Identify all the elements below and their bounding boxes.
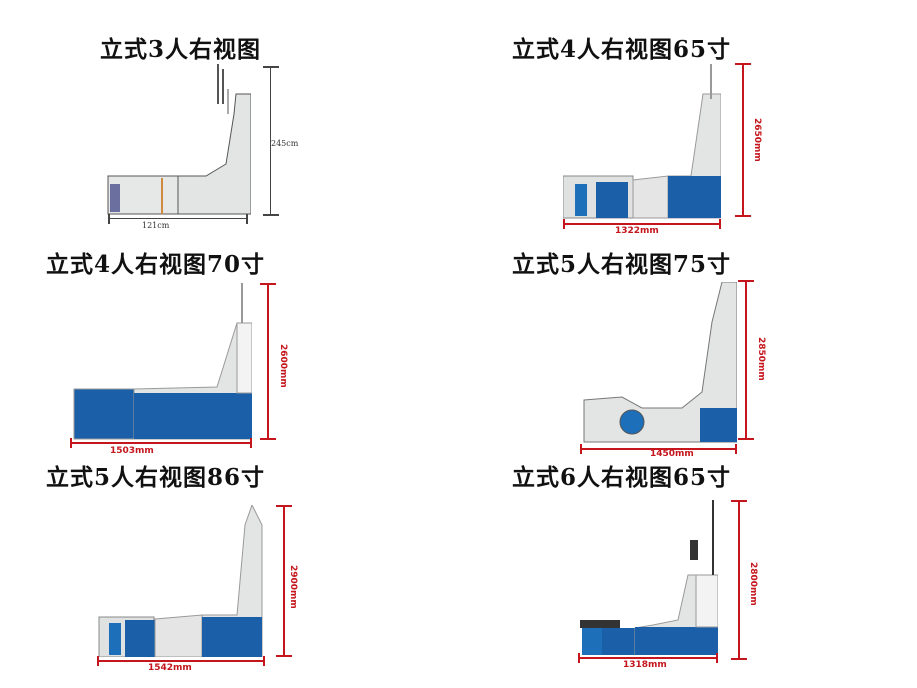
- height-dimension-line: [735, 63, 751, 217]
- machine-side-view-drawing: [580, 500, 718, 655]
- machine-side-view-drawing: [98, 505, 263, 657]
- width-dimension-line: [108, 214, 248, 224]
- panel-title: 立式6人右视图65寸: [512, 464, 732, 491]
- height-dimension-label: 2800mm: [748, 562, 758, 606]
- height-dimension-label: 2600mm: [278, 344, 288, 388]
- machine-side-view-drawing: [73, 283, 252, 440]
- panel-title: 立式4人右视图70寸: [46, 251, 266, 278]
- panel-title: 立式5人右视图86寸: [46, 464, 266, 491]
- machine-side-view-drawing: [563, 64, 721, 219]
- width-dimension-label: 1450mm: [650, 449, 694, 459]
- height-dimension-label: 2650mm: [752, 118, 762, 162]
- machine-side-view-drawing: [107, 64, 251, 215]
- height-dimension-label: 2900mm: [288, 565, 298, 609]
- machine-side-view-drawing: [583, 282, 737, 443]
- panel-title: 立式5人右视图75寸: [512, 251, 732, 278]
- width-dimension-line: [580, 444, 737, 454]
- width-dimension-label: 1322mm: [615, 226, 659, 236]
- width-dimension-label: 1318mm: [623, 660, 667, 670]
- panel-title: 立式4人右视图65寸: [512, 36, 732, 63]
- width-dimension-line: [97, 656, 265, 666]
- width-dimension-label: 1542mm: [148, 663, 192, 673]
- height-dimension-line: [263, 66, 279, 216]
- width-dimension-label: 121cm: [142, 221, 170, 230]
- panel-title: 立式3人右视图: [100, 36, 262, 63]
- height-dimension-label: 245cm: [271, 139, 299, 148]
- width-dimension-line: [70, 438, 252, 448]
- width-dimension-line: [563, 219, 721, 229]
- height-dimension-line: [738, 280, 754, 440]
- width-dimension-label: 1503mm: [110, 446, 154, 456]
- width-dimension-line: [578, 653, 718, 663]
- height-dimension-line: [260, 283, 276, 440]
- height-dimension-line: [276, 505, 292, 657]
- height-dimension-line: [731, 500, 747, 660]
- height-dimension-label: 2850mm: [756, 337, 766, 381]
